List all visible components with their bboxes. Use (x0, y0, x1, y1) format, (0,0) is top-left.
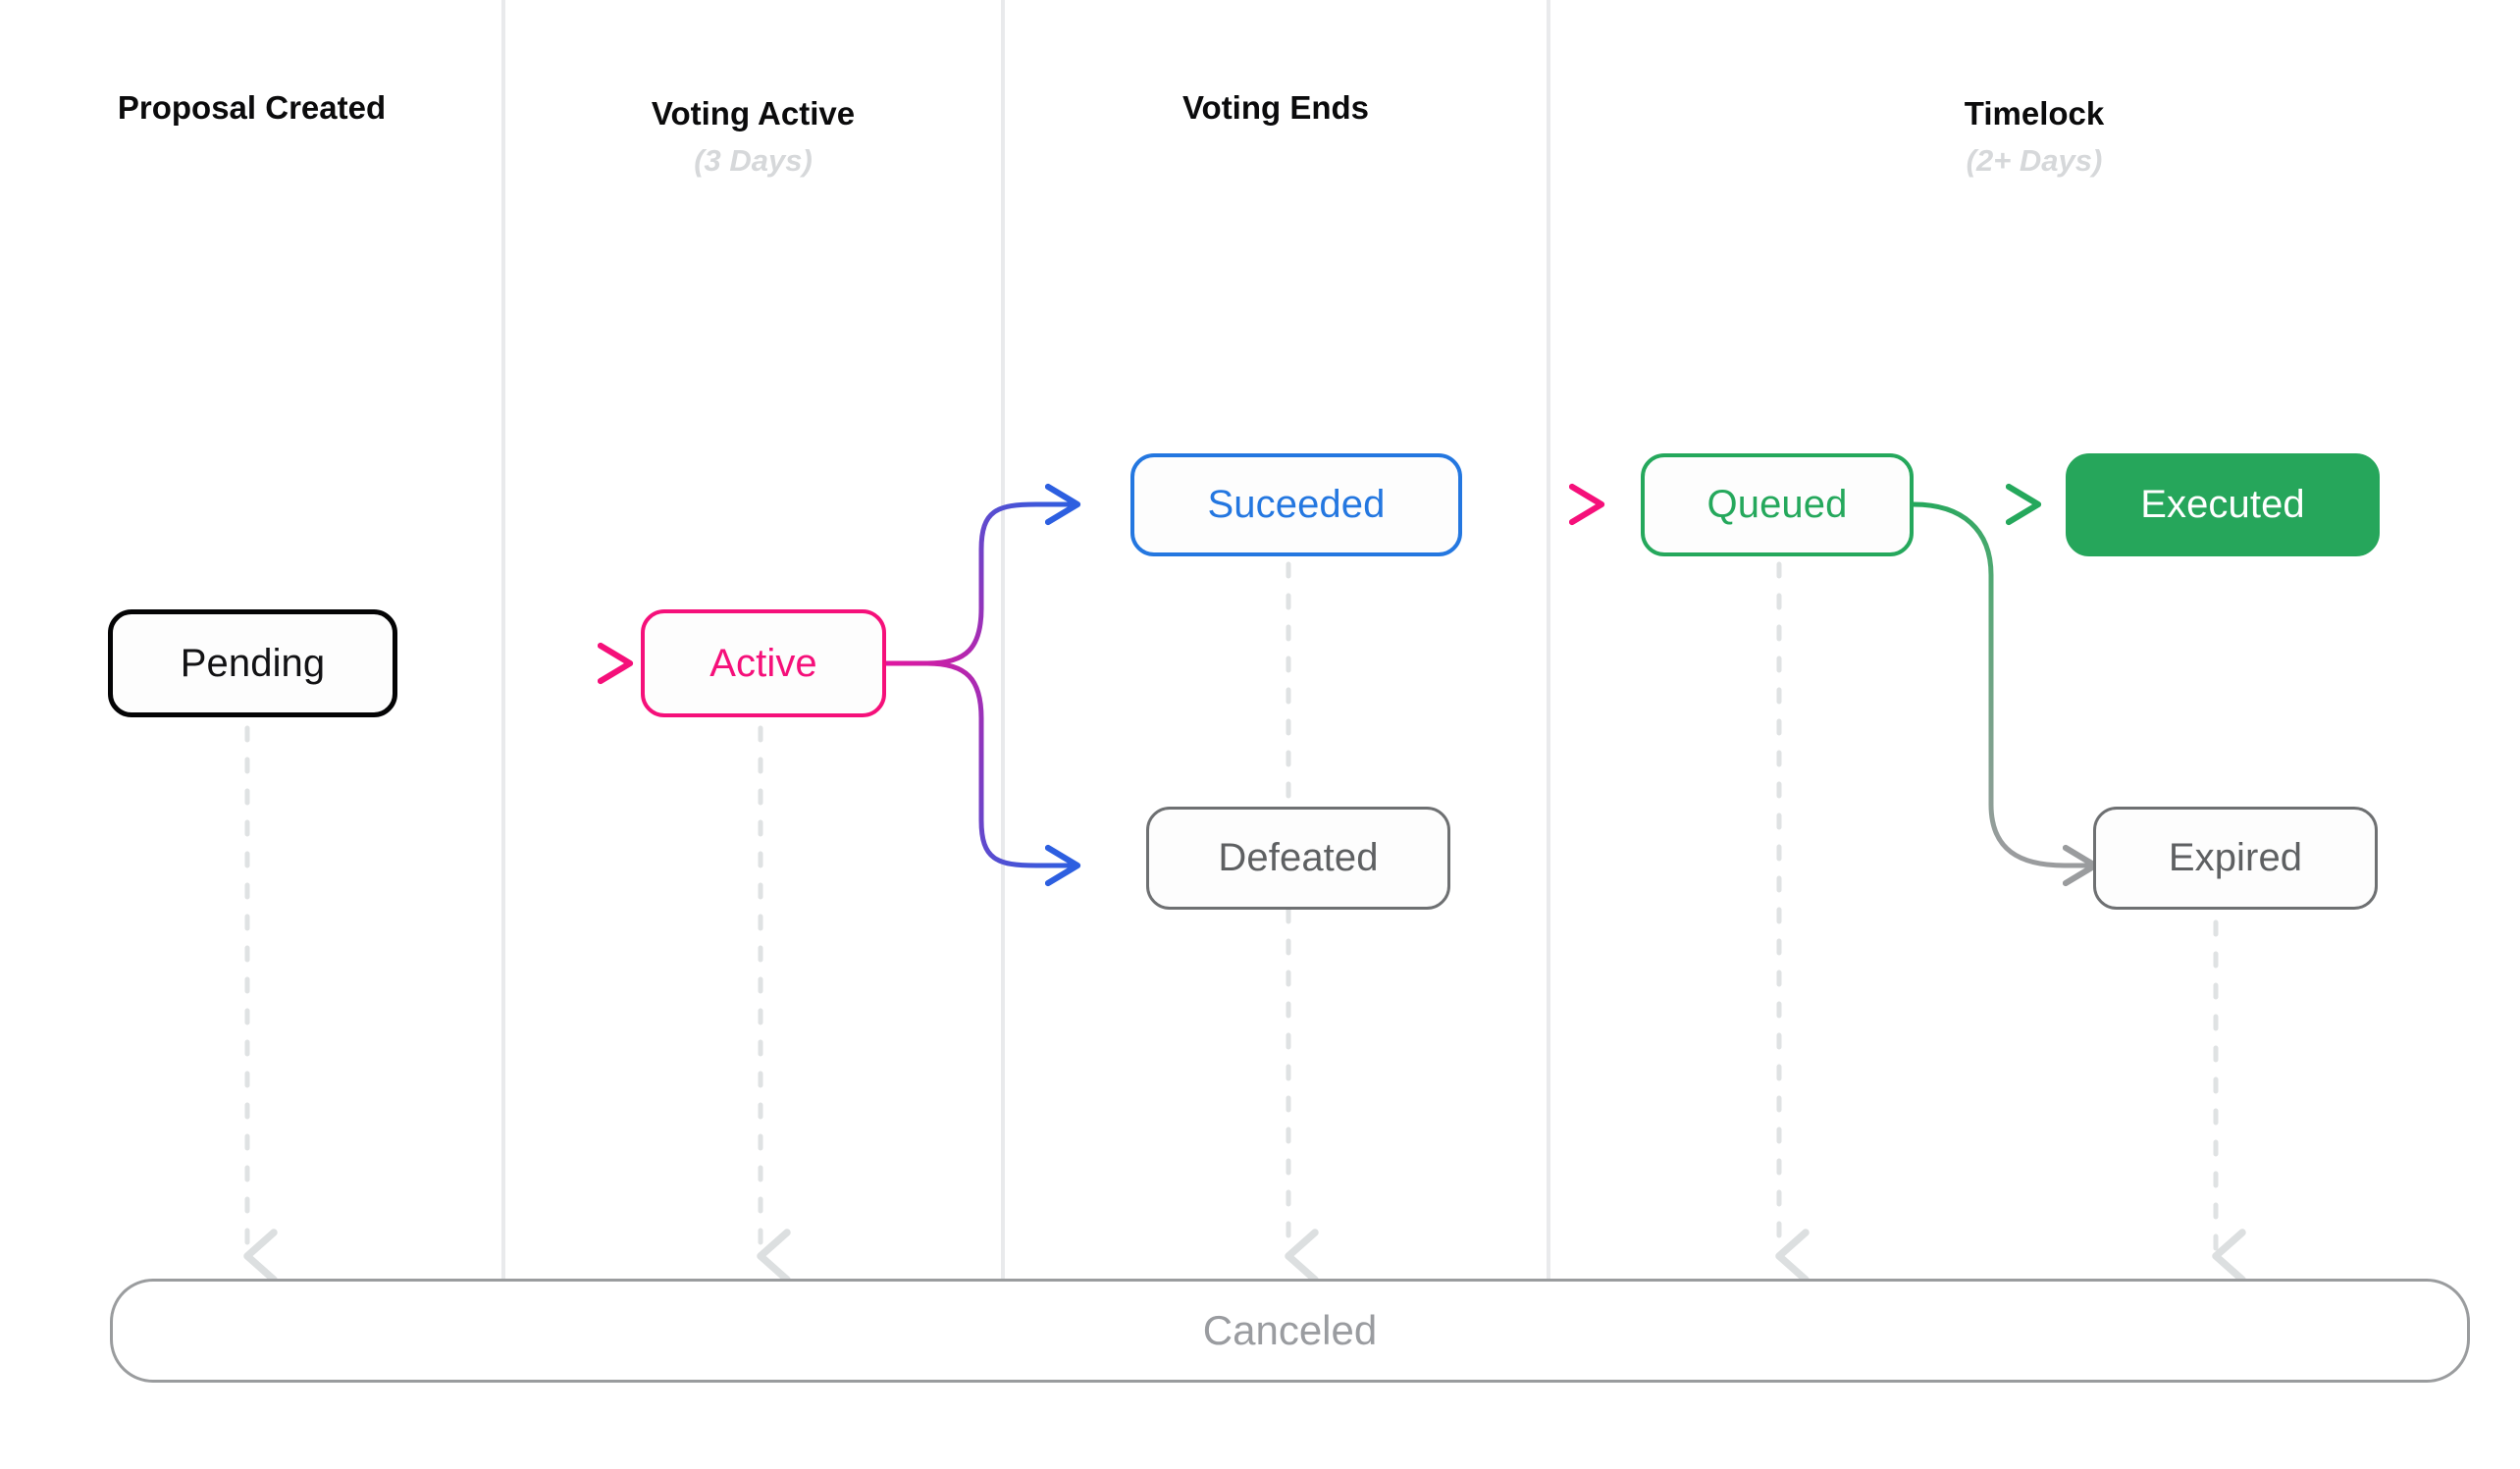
node-label: Active (709, 641, 817, 685)
column-title: Voting Active (651, 95, 856, 131)
column-title: Timelock (1964, 95, 2105, 131)
node-label: Defeated (1218, 836, 1379, 879)
node-label: Suceeded (1207, 483, 1386, 526)
node-defeated[interactable]: Defeated (1146, 807, 1450, 910)
column-header-timelock: Timelock (2+ Days) (1549, 92, 2520, 181)
node-label: Pending (180, 641, 326, 685)
node-executed[interactable]: Executed (2066, 453, 2380, 556)
node-queued[interactable]: Queued (1641, 453, 1914, 556)
column-title: Proposal Created (117, 89, 387, 126)
column-title: Voting Ends (1181, 89, 1370, 126)
node-suceeded[interactable]: Suceeded (1130, 453, 1462, 556)
column-subtitle: (2+ Days) (1966, 142, 2103, 178)
canceled-label: Canceled (1202, 1307, 1378, 1353)
edge-active-suceeded (886, 504, 1076, 666)
canceled-bar[interactable]: Canceled (110, 1279, 2470, 1383)
cancel-drop-lines (243, 561, 2246, 1284)
node-label: Queued (1706, 483, 1848, 526)
column-header-proposal-created: Proposal Created (0, 86, 503, 130)
column-header-voting-ends: Voting Ends (1003, 86, 1549, 130)
column-header-voting-active: Voting Active (3 Days) (503, 92, 1003, 181)
edge-active-defeated (886, 660, 1076, 866)
node-expired[interactable]: Expired (2093, 807, 2378, 910)
node-active[interactable]: Active (641, 609, 886, 717)
node-label: Executed (2140, 483, 2305, 526)
node-pending[interactable]: Pending (108, 609, 397, 717)
column-subtitle: (3 Days) (694, 142, 813, 178)
node-label: Expired (2168, 836, 2303, 879)
edge-queued-expired (1913, 501, 2093, 866)
